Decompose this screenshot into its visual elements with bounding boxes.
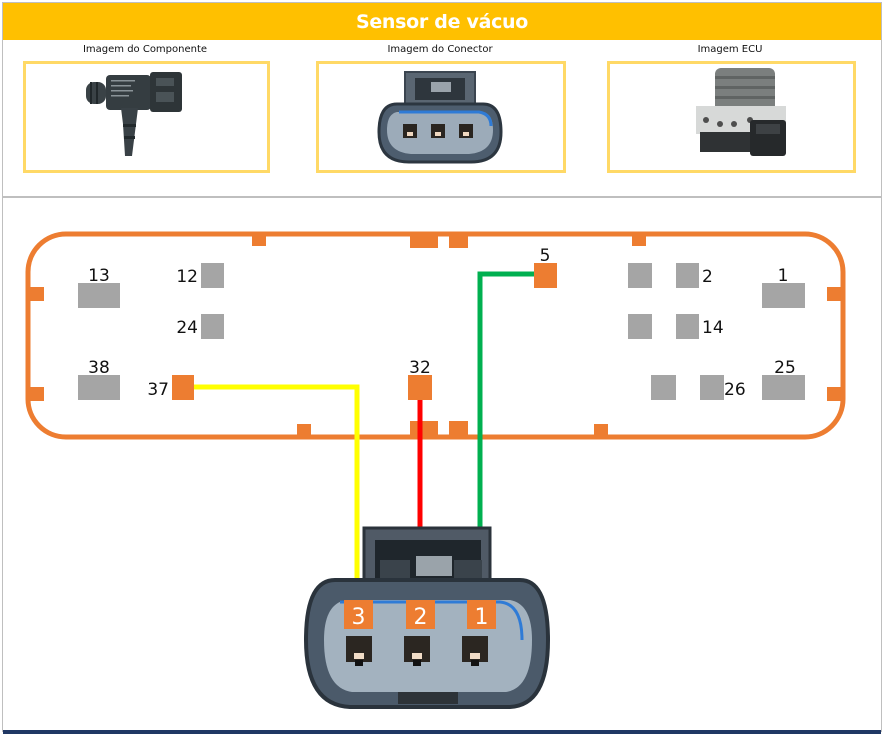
section-divider: [3, 196, 881, 198]
ecu-photo-icon: [696, 68, 786, 156]
connector-photo-icon: [377, 71, 503, 164]
wire-pin37-to-pin3: [193, 384, 360, 607]
ecu-pin-5: 5: [534, 246, 557, 288]
ecu-pin-1: 1: [762, 266, 805, 308]
sensor-pin-1: 1: [467, 600, 496, 630]
component-image: [23, 61, 270, 173]
ecu-pin-14: 14: [676, 314, 724, 339]
ecu-pin-32-label: 32: [409, 358, 431, 378]
ecu-pin-5-terminal: [534, 263, 557, 288]
ecu-image: [607, 61, 856, 173]
sensor-pin-2: 2: [406, 600, 435, 630]
component-image-label: Imagem do Componente: [82, 44, 208, 55]
ecu-pin-38: 38: [78, 358, 120, 400]
vacuum-sensor-photo-icon: [86, 72, 182, 156]
ecu-pin-37-terminal: [172, 375, 194, 400]
footer-bar: [3, 730, 881, 734]
ecu-pin-5-label: 5: [540, 246, 551, 266]
sensor-pin-1-label: 1: [475, 605, 489, 630]
ecu-pin-38-terminal: [78, 375, 120, 400]
ecu-pin-26: 26: [700, 375, 746, 400]
ecu-image-label: Imagem ECU: [697, 44, 763, 55]
ecu-pin-unlabeled: [628, 314, 652, 339]
ecu-pin-12-terminal: [201, 263, 224, 288]
ecu-pin-26-terminal: [700, 375, 724, 400]
ecu-pin-32-terminal: [408, 375, 432, 400]
ecu-pin-13-terminal: [78, 283, 120, 308]
ecu-pin-24-label: 24: [176, 318, 198, 338]
ecu-pin-26-label: 26: [724, 380, 746, 400]
ecu-pin-14-terminal: [676, 314, 699, 339]
ecu-pin-2: 2: [676, 263, 713, 288]
ecu-pin-2-terminal: [676, 263, 699, 288]
sensor-pin-3-label: 3: [352, 605, 366, 630]
ecu-connector-keys: [28, 234, 843, 437]
ecu-pin-25: 25: [762, 358, 805, 400]
ecu-pin-1-label: 1: [778, 266, 789, 286]
ecu-pin-2-label: 2: [702, 267, 713, 287]
ecu-pin-unlabeled: [651, 375, 676, 400]
ecu-pin-32: 32: [408, 358, 432, 400]
ecu-pin-37-label: 37: [147, 380, 169, 400]
ecu-pin-14-label: 14: [702, 318, 724, 338]
ecu-pin-unlabeled: [628, 263, 652, 288]
ecu-pin-12: 12: [176, 263, 224, 288]
page-title: Sensor de vácuo: [3, 3, 881, 40]
ecu-pin-24-terminal: [201, 314, 224, 339]
sensor-pin-3: 3: [344, 600, 373, 630]
wire-pin5-to-pin1: [477, 271, 535, 607]
ecu-pin-24: 24: [176, 314, 224, 339]
ecu-pin-13-label: 13: [88, 266, 110, 286]
ecu-pin-25-label: 25: [774, 358, 796, 378]
ecu-pin-37: 37: [147, 375, 194, 400]
connector-image: [316, 61, 566, 173]
ecu-pin-25-terminal: [762, 375, 805, 400]
connector-image-label: Imagem do Conector: [387, 44, 493, 55]
ecu-pin-1-terminal: [762, 283, 805, 308]
ecu-pin-12-label: 12: [176, 267, 198, 287]
ecu-pin-38-label: 38: [88, 358, 110, 378]
sensor-pin-2-label: 2: [414, 605, 428, 630]
ecu-pin-13: 13: [78, 266, 120, 308]
